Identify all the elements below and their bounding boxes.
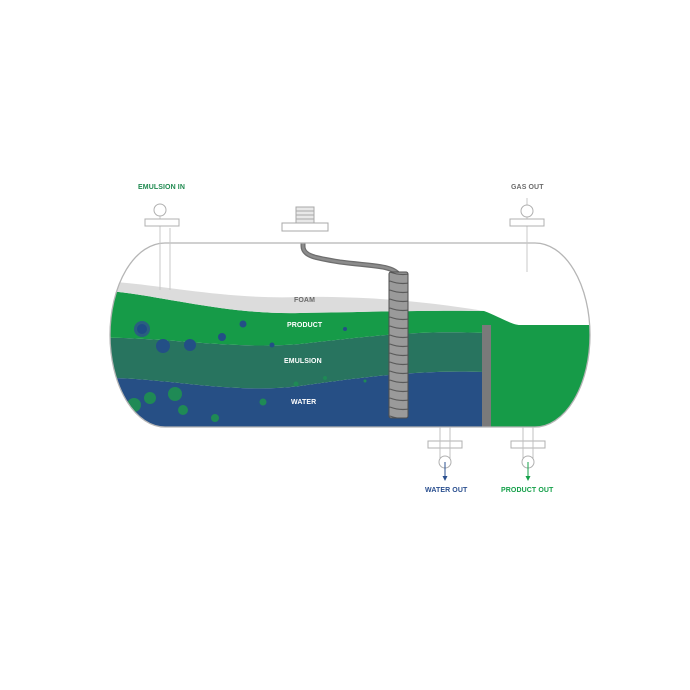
product-out-label: PRODUCT OUT [501, 487, 554, 494]
foam-layer-label: FOAM [294, 297, 316, 304]
emulsion-layer-label: EMULSION [284, 358, 322, 365]
flange-plate [509, 218, 545, 227]
droplets [127, 320, 367, 422]
product-layer [110, 290, 484, 346]
product-compartment [484, 311, 590, 427]
droplet [168, 387, 182, 401]
flange-nozzle-icon [520, 204, 534, 218]
emulsion-in-nozzle [144, 203, 180, 290]
water-layer [110, 371, 484, 427]
threaded-fitting-icon [281, 206, 329, 232]
droplet [269, 342, 275, 348]
droplet [184, 339, 196, 351]
droplet [144, 392, 156, 404]
droplet [239, 320, 247, 328]
droplet [178, 405, 188, 415]
droplet [363, 379, 367, 383]
downcomer-pipe-icon [388, 271, 409, 419]
emulsion-in-label: EMULSION IN [138, 184, 185, 191]
weir-plate-icon [482, 325, 491, 427]
droplet [156, 339, 170, 353]
gas-out-label: GAS OUT [511, 184, 544, 191]
product-layer-label: PRODUCT [287, 322, 323, 329]
droplet [323, 376, 327, 380]
flange-nozzle-icon [153, 203, 167, 217]
droplet [293, 381, 299, 387]
water-out-label: WATER OUT [425, 487, 468, 494]
flange-plate [427, 440, 463, 449]
droplet [259, 398, 267, 406]
droplet [211, 414, 219, 422]
droplet [218, 333, 226, 341]
water-layer-label: WATER [291, 399, 317, 406]
flange-plate [144, 218, 180, 227]
droplet [343, 327, 347, 331]
droplet [137, 324, 147, 334]
product-out-nozzle [510, 427, 546, 481]
foam-layer [110, 281, 484, 314]
vessel-outline [109, 242, 591, 428]
flange-plate [510, 440, 546, 449]
gas-out-nozzle [509, 198, 545, 272]
water-out-nozzle [427, 427, 463, 481]
